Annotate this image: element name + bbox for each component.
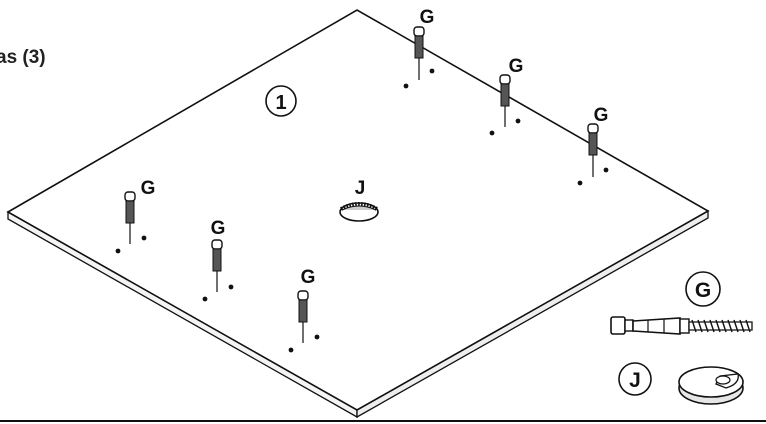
- dowel-label: G: [141, 178, 156, 199]
- wood-dowel-icon: [610, 316, 753, 335]
- grommet-hole: J: [339, 178, 379, 222]
- legend-dowel-label: G: [695, 279, 711, 302]
- dowel-label: G: [301, 267, 316, 288]
- hole-label: J: [355, 178, 366, 199]
- wood-dowel-icon: [587, 123, 599, 177]
- panel-number: 1: [275, 92, 286, 114]
- dowel-group: G: [288, 267, 320, 353]
- legend-grommet: J: [618, 362, 744, 405]
- dowel-group: G: [202, 218, 234, 302]
- dowel-label: G: [420, 7, 435, 28]
- legend-dowel: G: [610, 271, 753, 335]
- dowel-label: G: [211, 218, 226, 239]
- wood-dowel-icon: [211, 239, 223, 292]
- wood-dowel-icon: [124, 191, 136, 244]
- cable-grommet-icon: [678, 366, 744, 405]
- dowel-group: G: [577, 105, 609, 186]
- legend-grommet-label: J: [629, 369, 641, 392]
- panel-number-badge: 1: [265, 85, 297, 117]
- wood-dowel-icon: [413, 26, 425, 80]
- dowel-label: G: [594, 105, 609, 126]
- wood-dowel-icon: [297, 290, 309, 343]
- step-caption: as (3): [0, 47, 46, 68]
- wood-dowel-icon: [499, 74, 511, 127]
- dowel-group: G: [489, 56, 524, 136]
- dowel-group: G: [115, 178, 156, 254]
- dowel-label: G: [509, 56, 524, 77]
- dowel-group: G: [403, 7, 435, 89]
